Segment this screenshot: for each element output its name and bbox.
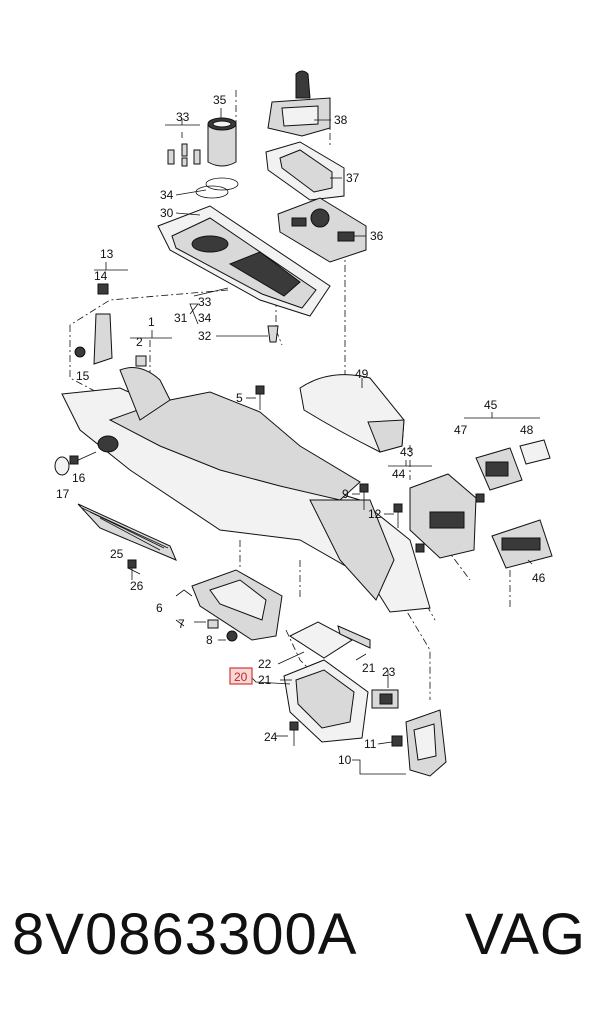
storage-tray [283, 659, 369, 743]
rear-support-bracket [391, 709, 447, 777]
brand-label: VAG [464, 902, 586, 967]
callout-2: 2 [136, 335, 143, 349]
callout-33-mid: 33 [198, 295, 212, 309]
callout-37: 37 [346, 171, 360, 185]
callout-15: 15 [76, 369, 90, 383]
rear-vent-46 [491, 519, 553, 569]
callout-20-highlighted: 20 [234, 670, 248, 684]
callout-1: 1 [148, 315, 155, 329]
cap-plug [54, 456, 70, 476]
callout-30: 30 [160, 206, 174, 220]
gear-shift-boot [267, 70, 331, 137]
exploded-parts-diagram: 35 33 34 30 38 37 36 13 14 33 31 34 32 1… [54, 70, 553, 777]
callout-13: 13 [100, 247, 114, 261]
callout-5: 5 [236, 391, 243, 405]
callout-10: 10 [338, 753, 352, 767]
control-panel [277, 197, 367, 263]
callout-43: 43 [400, 445, 414, 459]
callout-labels: 35 33 34 30 38 37 36 13 14 33 31 34 32 1… [56, 93, 546, 767]
callout-25: 25 [110, 547, 124, 561]
storage-lid [288, 621, 353, 659]
part-number: 8V0863300A [12, 902, 358, 967]
callout-21-left: 21 [258, 673, 272, 687]
callout-38: 38 [334, 113, 348, 127]
callout-8: 8 [206, 633, 213, 647]
mesh-insert-21 [337, 625, 371, 649]
callout-7: 7 [178, 617, 185, 631]
screw-26 [127, 559, 137, 580]
armrest [299, 374, 405, 453]
bracket [93, 283, 113, 365]
callout-47: 47 [454, 423, 468, 437]
callout-49: 49 [355, 367, 369, 381]
callout-16: 16 [72, 471, 86, 485]
callout-14: 14 [94, 269, 108, 283]
callout-34-top: 34 [160, 188, 174, 202]
callout-21-right: 21 [362, 661, 376, 675]
callout-32: 32 [198, 329, 212, 343]
screw-9 [359, 483, 369, 510]
rear-switch-unit [475, 439, 551, 503]
callout-34-mid: 34 [198, 311, 212, 325]
callout-35: 35 [213, 93, 227, 107]
callout-23: 23 [382, 665, 396, 679]
screw-12 [393, 503, 403, 528]
footer: 8V0863300A VAG [0, 895, 600, 985]
center-console-housing [61, 367, 431, 613]
nut-15 [74, 346, 86, 358]
callout-33-top: 33 [176, 110, 190, 124]
ashtray-cup [207, 117, 237, 167]
rear-vent-panel [409, 473, 477, 559]
screw-24 [289, 721, 299, 746]
callout-45: 45 [484, 398, 498, 412]
console-top-cover [157, 205, 331, 317]
retaining-clip [267, 325, 279, 343]
callout-26: 26 [130, 579, 144, 593]
callout-9: 9 [342, 487, 349, 501]
callout-12: 12 [368, 507, 382, 521]
callout-22: 22 [258, 657, 272, 671]
callout-6: 6 [156, 601, 163, 615]
clip-set [167, 143, 201, 167]
callout-48: 48 [520, 423, 534, 437]
callout-44: 44 [392, 467, 406, 481]
screw-16 [69, 451, 97, 465]
highlight-box [229, 667, 253, 685]
callout-36: 36 [370, 229, 384, 243]
callout-46: 46 [532, 571, 546, 585]
side-mesh-pocket [77, 503, 177, 561]
callout-31: 31 [174, 311, 188, 325]
screw-5 [255, 385, 265, 410]
clip-2 [135, 355, 147, 367]
power-socket [371, 689, 399, 709]
leader-lines [94, 108, 540, 775]
shift-trim-frame [265, 141, 345, 201]
ring-seals [195, 177, 239, 199]
callout-17: 17 [56, 487, 70, 501]
console-bracket-holder [191, 569, 283, 642]
callout-24: 24 [264, 730, 278, 744]
callout-11: 11 [364, 737, 377, 751]
